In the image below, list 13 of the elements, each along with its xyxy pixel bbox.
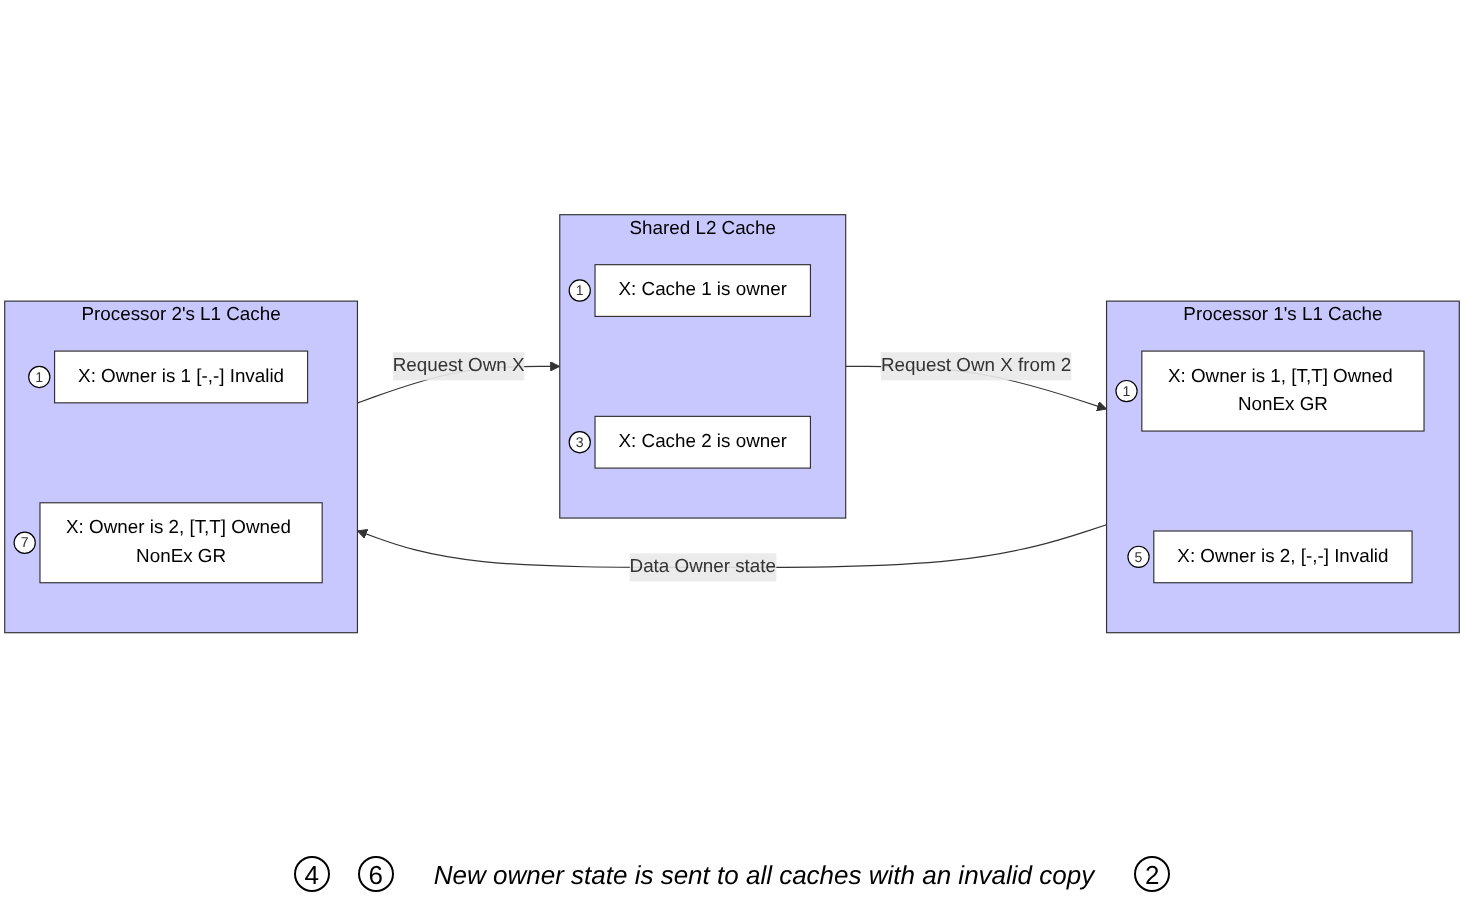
edge-label: Data Owner state [629, 557, 776, 578]
node-box: X: Owner is 2, [-,-] Invalid [1153, 530, 1413, 584]
node-box: X: Cache 1 is owner [594, 264, 811, 318]
note-text: New owner state is sent to all caches with an invalid copy [431, 857, 1098, 891]
node-box: X: Owner is 1 [-,-] Invalid [54, 350, 309, 404]
step-number: 2 [1134, 856, 1171, 892]
step-number: 6 [357, 856, 394, 892]
node-box: X: Owner is 1, [T,T] Owned NonEx GR [1141, 350, 1425, 432]
edge-label: Request Own X from 2 [880, 356, 1072, 377]
edge-label: Request Own X [392, 356, 525, 377]
step-number: 4 [293, 856, 330, 892]
node-box: X: Cache 2 is owner [594, 416, 811, 469]
node-box: X: Owner is 2, [T,T] Owned NonEx GR [39, 502, 323, 584]
